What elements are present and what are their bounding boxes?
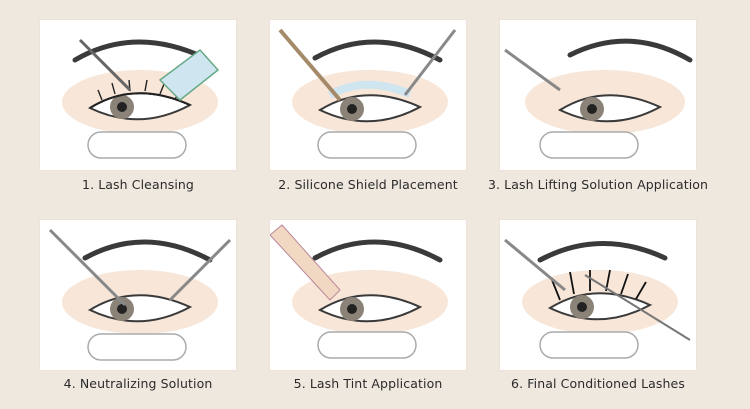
step-4-illustration (40, 220, 236, 370)
step-3-illustration (500, 20, 696, 170)
step-4-caption: 4. Neutralizing Solution (63, 376, 213, 391)
step-5-illustration (270, 220, 466, 370)
step-2-caption: 2. Silicone Shield Placement (278, 177, 458, 192)
step-3-caption: 3. Lash Lifting Solution Application (487, 177, 709, 192)
step-1-caption: 1. Lash Cleansing (82, 177, 194, 192)
step-2-illustration (270, 20, 466, 170)
step-6-illustration (500, 220, 696, 370)
eye-silicone-shield-illustration (278, 28, 457, 159)
eye-final-lashes-illustration (504, 238, 691, 359)
eye-lifting-solution-illustration (504, 38, 693, 159)
eye-lash-cleansing-illustration (62, 38, 220, 159)
eye-neutralizing-illustration (48, 228, 232, 361)
step-1-illustration (40, 20, 236, 170)
step-6-caption: 6. Final Conditioned Lashes (511, 376, 685, 391)
step-5-caption: 5. Lash Tint Application (293, 376, 443, 391)
eye-lash-tint-illustration (270, 224, 448, 359)
